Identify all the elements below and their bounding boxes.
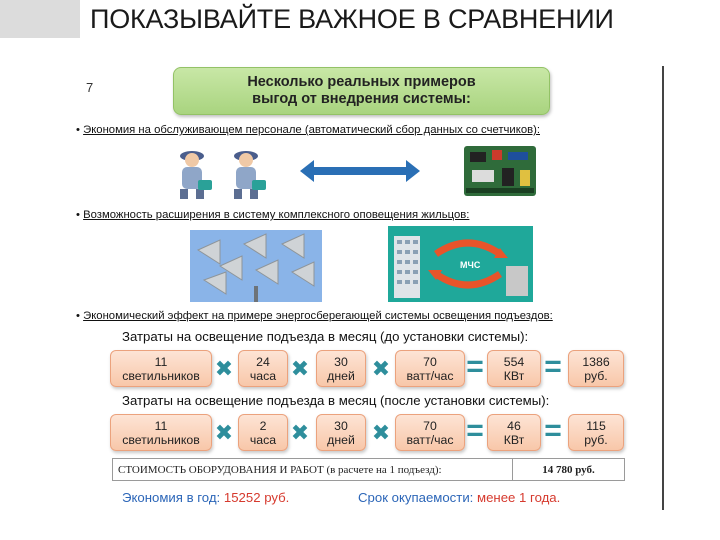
header-band xyxy=(0,0,80,38)
box-value: 554 xyxy=(503,354,525,369)
after-box-kwh: 46 КВт xyxy=(487,414,541,451)
double-arrow-icon xyxy=(300,160,420,182)
cost-table-label: СТОИМОСТЬ ОБОРУДОВАНИЯ И РАБОТ (в расчет… xyxy=(113,459,513,480)
box-unit: ватт/час xyxy=(406,432,454,447)
box-value: 2 xyxy=(259,418,267,433)
mchs-alert-image: МЧС xyxy=(388,226,533,302)
after-box-rubles: 115 руб. xyxy=(568,414,624,451)
multiply-icon: ✖ xyxy=(371,356,391,381)
slide-header: ПОКАЗЫВАЙТЕ ВАЖНОЕ В СРАВНЕНИИ xyxy=(0,0,720,38)
box-unit: часа xyxy=(249,432,277,447)
title-line-2: выгод от внедрения системы: xyxy=(252,91,471,107)
after-box-days: 30 дней xyxy=(316,414,366,451)
box-unit: руб. xyxy=(584,432,608,447)
box-value: 70 xyxy=(423,354,437,369)
box-unit: дней xyxy=(327,432,355,447)
multiply-icon: ✖ xyxy=(290,420,310,445)
box-unit: КВт xyxy=(503,432,525,447)
divider xyxy=(662,66,664,510)
bullet-text: Экономический эффект на примере энергосб… xyxy=(83,310,553,322)
box-unit: КВт xyxy=(503,368,525,383)
box-value: 115 xyxy=(586,418,606,433)
after-box-watts: 70 ватт/час xyxy=(395,414,465,451)
page-title: ПОКАЗЫВАЙТЕ ВАЖНОЕ В СРАВНЕНИИ xyxy=(90,4,614,34)
box-value: 1386 xyxy=(582,354,610,369)
multiply-icon: ✖ xyxy=(214,420,234,445)
box-value: 30 xyxy=(334,418,348,433)
box-value: 11 xyxy=(154,354,168,369)
after-heading: Затраты на освещение подъезда в месяц (п… xyxy=(122,393,550,408)
bullet-notification: • Возможность расширения в систему компл… xyxy=(76,209,470,221)
before-box-days: 30 дней xyxy=(316,350,366,387)
before-box-watts: 70 ватт/час xyxy=(395,350,465,387)
before-box-fixtures: 11 светильников xyxy=(110,350,212,387)
box-unit: часа xyxy=(249,368,277,383)
bullet-text: Возможность расширения в систему комплек… xyxy=(83,209,470,221)
meter-reader-workers-image xyxy=(180,151,266,199)
multiply-icon: ✖ xyxy=(214,356,234,381)
circuit-board-image xyxy=(464,146,536,196)
cost-table-value: 14 780 руб. xyxy=(542,463,595,476)
multiply-icon: ✖ xyxy=(371,420,391,445)
box-unit: ватт/час xyxy=(406,368,454,383)
before-heading: Затраты на освещение подъезда в месяц (д… xyxy=(122,329,529,344)
slide-number: 7 xyxy=(86,80,94,95)
box-value: 11 xyxy=(154,418,168,433)
mchs-label: МЧС xyxy=(460,260,481,270)
box-value: 70 xyxy=(423,418,437,433)
equals-icon: = xyxy=(544,350,562,383)
equals-icon: = xyxy=(466,350,484,383)
equals-icon: = xyxy=(544,414,562,447)
payback-value: менее 1 года. xyxy=(477,490,561,505)
savings-value: 15252 руб. xyxy=(223,490,290,505)
box-unit: дней xyxy=(327,368,355,383)
annual-savings: Экономия в год: 15252 руб. xyxy=(122,490,289,505)
box-value: 30 xyxy=(334,354,348,369)
loudspeakers-image xyxy=(190,230,322,302)
multiply-icon: ✖ xyxy=(290,356,310,381)
equipment-cost-table: СТОИМОСТЬ ОБОРУДОВАНИЯ И РАБОТ (в расчет… xyxy=(112,458,625,481)
title-box: Несколько реальных примеров выгод от вне… xyxy=(173,67,550,115)
bullet-staff-savings: • Экономия на обслуживающем персонале (а… xyxy=(76,124,540,136)
before-box-rubles: 1386 руб. xyxy=(568,350,624,387)
after-box-hours: 2 часа xyxy=(238,414,288,451)
box-unit: руб. xyxy=(584,368,608,383)
before-box-kwh: 554 КВт xyxy=(487,350,541,387)
payback-period: Срок окупаемости: менее 1 года. xyxy=(358,490,560,505)
payback-label: Срок окупаемости: xyxy=(358,490,474,505)
after-box-fixtures: 11 светильников xyxy=(110,414,212,451)
equals-icon: = xyxy=(466,414,484,447)
box-value: 46 xyxy=(507,418,521,433)
box-unit: светильников xyxy=(122,368,200,383)
bullet-economic-effect: • Экономический эффект на примере энерго… xyxy=(76,310,553,322)
savings-label: Экономия в год: xyxy=(122,490,221,505)
box-value: 24 xyxy=(256,354,270,369)
bullet-text: Экономия на обслуживающем персонале (авт… xyxy=(83,124,540,136)
before-box-hours: 24 часа xyxy=(238,350,288,387)
title-line-1: Несколько реальных примеров xyxy=(247,74,476,90)
box-unit: светильников xyxy=(122,432,200,447)
